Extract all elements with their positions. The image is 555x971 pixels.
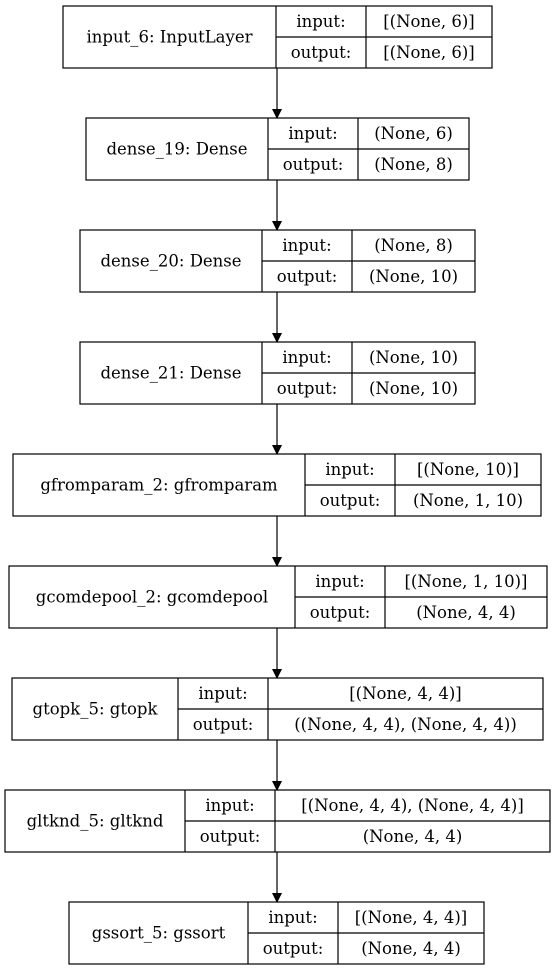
input-shape: [(None, 4, 4)] (349, 684, 462, 703)
layer-name: gcomdepool_2: gcomdepool (36, 588, 268, 607)
output-shape: (None, 4, 4) (416, 603, 516, 622)
input-label: input: (198, 684, 247, 703)
input-shape: (None, 8) (374, 236, 453, 255)
output-label: output: (320, 491, 381, 510)
input-label: input: (268, 908, 317, 927)
output-shape: (None, 4, 4) (363, 827, 463, 846)
input-label: input: (325, 460, 374, 479)
input-shape: [(None, 4, 4)] (355, 908, 468, 927)
input-label: input: (205, 796, 254, 815)
input-shape: [(None, 4, 4), (None, 4, 4)] (301, 796, 524, 815)
output-shape: (None, 4, 4) (361, 939, 461, 958)
output-shape: [(None, 6)] (383, 43, 475, 62)
output-shape: (None, 10) (369, 267, 458, 286)
layer-name: gtopk_5: gtopk (33, 700, 159, 719)
output-label: output: (310, 603, 371, 622)
output-label: output: (263, 939, 324, 958)
output-shape: ((None, 4, 4), (None, 4, 4)) (294, 715, 517, 734)
layer-name: input_6: InputLayer (86, 28, 252, 47)
output-shape: (None, 10) (369, 379, 458, 398)
input-label: input: (315, 572, 364, 591)
output-shape: (None, 8) (374, 155, 453, 174)
input-label: input: (296, 12, 345, 31)
input-shape: (None, 6) (374, 124, 453, 143)
output-label: output: (277, 379, 338, 398)
output-label: output: (193, 715, 254, 734)
input-label: input: (288, 124, 337, 143)
input-shape: [(None, 1, 10)] (405, 572, 528, 591)
input-shape: [(None, 6)] (383, 12, 475, 31)
layer-name: dense_20: Dense (100, 252, 241, 271)
output-label: output: (200, 827, 261, 846)
output-label: output: (291, 43, 352, 62)
layer-name: gfromparam_2: gfromparam (40, 476, 278, 495)
layer-name: gltknd_5: gltknd (27, 812, 164, 831)
input-shape: (None, 10) (369, 348, 458, 367)
output-label: output: (283, 155, 344, 174)
layer-name: gssort_5: gssort (92, 924, 226, 943)
output-shape: (None, 1, 10) (413, 491, 523, 510)
input-label: input: (282, 348, 331, 367)
output-label: output: (277, 267, 338, 286)
input-shape: [(None, 10)] (417, 460, 519, 479)
layer-name: dense_19: Dense (106, 140, 247, 159)
layer-name: dense_21: Dense (100, 364, 241, 383)
input-label: input: (282, 236, 331, 255)
